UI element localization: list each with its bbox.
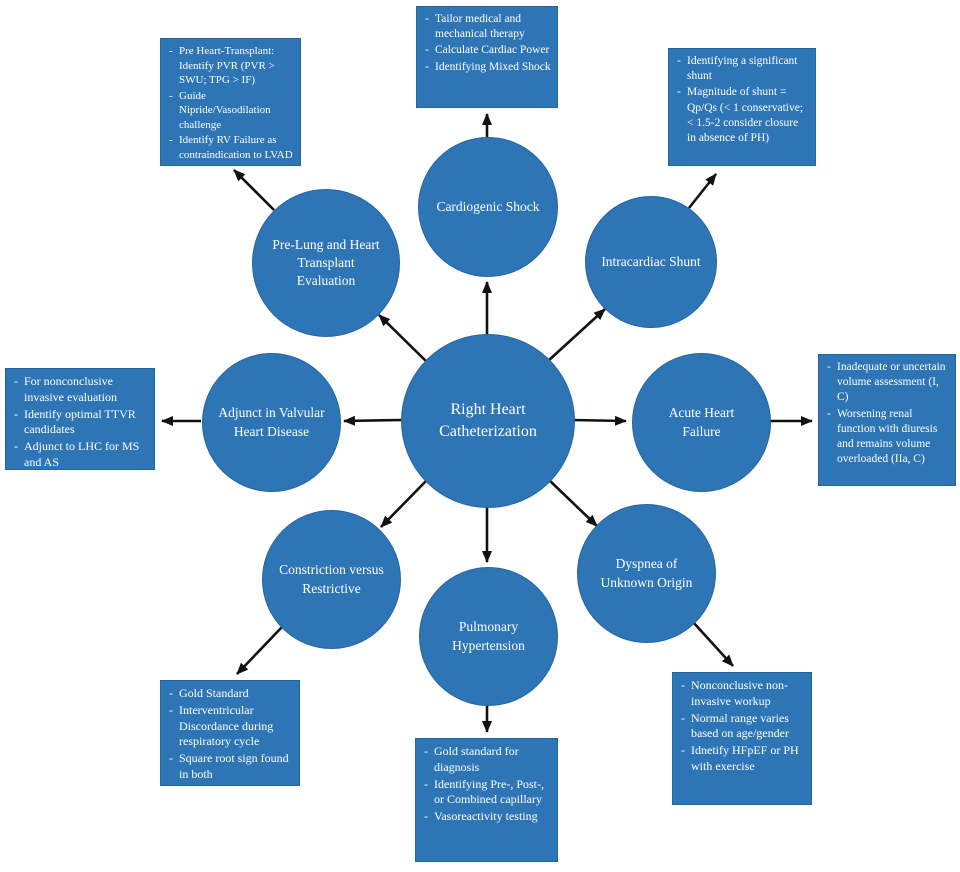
- bullet-list: Pre Heart-Transplant: Identify PVR (PVR …: [167, 44, 295, 162]
- bullet-item: Identifying Mixed Shock: [423, 60, 552, 75]
- bullet-item: Identifying Pre-, Post-, or Combined cap…: [422, 777, 552, 809]
- bullet-item: Identifying a significant shunt: [675, 54, 810, 84]
- node-label: Dyspnea of Unknown Origin: [600, 556, 693, 590]
- bullet-item: Inadequate or uncertain volume assessmen…: [825, 360, 950, 406]
- bullet-list: Tailor medical and mechanical therapy Ca…: [423, 12, 552, 75]
- textbox-cardiogenic-shock: Tailor medical and mechanical therapy Ca…: [416, 6, 558, 108]
- node-adjunct-in-valvular-heart-disease: Adjunct in Valvular Heart Disease: [202, 353, 341, 492]
- bullet-item: Worsening renal function with diuresis a…: [825, 407, 950, 468]
- arrow-center-to-constriction: [380, 479, 428, 528]
- node-constriction-versus-restrictive: Constriction versus Restrictive: [262, 510, 401, 649]
- arrow-center-to-intracardiac-shunt: [547, 308, 606, 362]
- bullet-item: Gold Standard: [167, 686, 294, 702]
- arrow-center-to-valvular: [343, 415, 403, 426]
- node-label: Right Heart Catheterization: [439, 401, 537, 440]
- textbox-intracardiac-shunt: Identifying a significant shunt Magnitud…: [668, 48, 816, 166]
- node-label: Pre-Lung and Heart Transplant Evaluation: [272, 236, 380, 289]
- bullet-item: Nonconclusive non-invasive workup: [679, 678, 806, 710]
- arrow-transplant-to-box: [233, 169, 275, 211]
- bullet-item: Tailor medical and mechanical therapy: [423, 12, 552, 42]
- bullet-list: Nonconclusive non-invasive workup Normal…: [679, 678, 806, 775]
- bullet-item: Adjunct to LHC for MS and AS: [12, 439, 149, 471]
- bullet-item: Guide Nipride/Vasodilation challenge: [167, 89, 295, 133]
- bullet-item: Magnitude of shunt = Qp/Qs (< 1 conserva…: [675, 85, 810, 146]
- textbox-constriction-versus-restrictive: Gold Standard Interventricular Discordan…: [160, 680, 300, 786]
- textbox-transplant-evaluation: Pre Heart-Transplant: Identify PVR (PVR …: [160, 38, 301, 166]
- bullet-item: For nonconclusive invasive evaluation: [12, 374, 149, 406]
- arrow-intracardiac-shunt-to-box: [687, 173, 718, 209]
- node-pre-lung-and-heart-transplant-evaluation: Pre-Lung and Heart Transplant Evaluation: [252, 189, 400, 337]
- arrow-center-to-transplant: [378, 314, 427, 362]
- bullet-item: Idnetify HFpEF or PH with exercise: [679, 743, 806, 775]
- node-acute-heart-failure: Acute Heart Failure: [632, 353, 771, 492]
- arrow-center-to-acute-heart-failure: [571, 415, 627, 426]
- bullet-item: Identify optimal TTVR candidates: [12, 407, 149, 439]
- textbox-acute-heart-failure: Inadequate or uncertain volume assessmen…: [818, 354, 956, 486]
- arrow-center-to-dyspnea: [547, 478, 598, 527]
- node-pulmonary-hypertension: Pulmonary Hypertension: [419, 567, 558, 706]
- node-label: Acute Heart Failure: [668, 405, 735, 439]
- node-dyspnea-of-unknown-origin: Dyspnea of Unknown Origin: [577, 504, 716, 643]
- bullet-item: Gold standard for diagnosis: [422, 744, 552, 776]
- bullet-list: Inadequate or uncertain volume assessmen…: [825, 360, 950, 467]
- arrow-dyspnea-to-box: [692, 621, 734, 667]
- node-cardiogenic-shock: Cardiogenic Shock: [418, 137, 558, 277]
- node-intracardiac-shunt: Intracardiac Shunt: [585, 196, 717, 328]
- textbox-pulmonary-hypertension: Gold standard for diagnosis Identifying …: [415, 738, 558, 862]
- bullet-list: Gold standard for diagnosis Identifying …: [422, 744, 552, 825]
- bullet-item: Normal range varies based on age/gender: [679, 711, 806, 743]
- bullet-list: Identifying a significant shunt Magnitud…: [675, 54, 810, 146]
- textbox-dyspnea-of-unknown-origin: Nonconclusive non-invasive workup Normal…: [672, 672, 812, 805]
- bullet-item: Calculate Cardiac Power: [423, 43, 552, 58]
- bullet-item: Vasoreactivity testing: [422, 809, 552, 825]
- bullet-item: Pre Heart-Transplant: Identify PVR (PVR …: [167, 44, 295, 88]
- node-label: Constriction versus Restrictive: [279, 562, 384, 596]
- bullet-list: For nonconclusive invasive evaluation Id…: [12, 374, 149, 471]
- node-right-heart-catheterization: Right Heart Catheterization: [401, 334, 575, 508]
- node-label: Cardiogenic Shock: [436, 198, 540, 214]
- arrow-constriction-to-box: [236, 626, 283, 675]
- textbox-valvular-heart-disease: For nonconclusive invasive evaluation Id…: [5, 368, 155, 470]
- node-label: Adjunct in Valvular Heart Disease: [218, 405, 325, 439]
- bullet-item: Square root sign found in both: [167, 751, 294, 783]
- node-label: Pulmonary Hypertension: [452, 619, 525, 653]
- bullet-item: Interventricular Discordance during resp…: [167, 703, 294, 750]
- bullet-item: Identify RV Failure as contraindication …: [167, 133, 295, 162]
- bullet-list: Gold Standard Interventricular Discordan…: [167, 686, 294, 783]
- node-label: Intracardiac Shunt: [601, 253, 701, 269]
